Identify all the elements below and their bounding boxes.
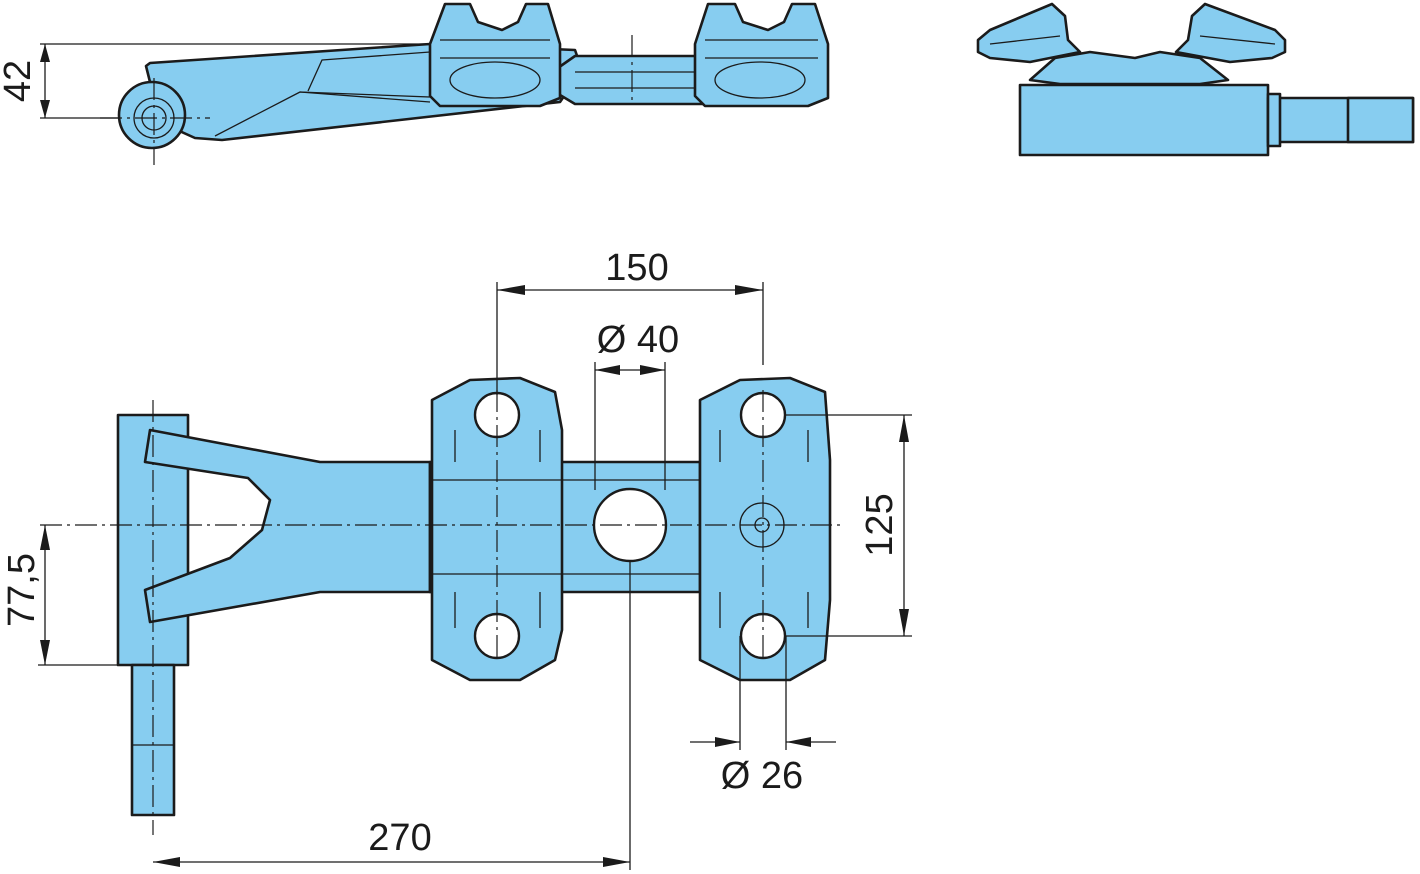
end-view-jaw-right <box>1174 2 1287 64</box>
plan-view-clamp-left <box>430 376 564 682</box>
end-view <box>976 2 1415 157</box>
end-view-clamp <box>1028 50 1230 86</box>
center-lines <box>40 35 840 835</box>
dim-label-height: 42 <box>0 60 39 102</box>
dimension-labels: 42 150 Ø 40 125 77,5 Ø 26 270 <box>0 60 901 859</box>
dim-label-length: 270 <box>368 817 431 859</box>
dim-label-bolt-hole: Ø 26 <box>721 755 803 797</box>
side-view-clamp-right <box>693 2 830 108</box>
side-view <box>117 2 830 150</box>
plan-view <box>116 376 832 817</box>
end-view-pin-tip <box>1346 96 1415 144</box>
side-view-clamp-left <box>428 2 562 108</box>
dimension-lines <box>38 43 912 870</box>
dim-label-vertical-spacing: 125 <box>859 493 901 556</box>
dim-label-offset: 77,5 <box>1 553 43 627</box>
dim-label-center-bore: Ø 40 <box>597 319 679 361</box>
plan-view-clamp-right <box>698 376 832 682</box>
end-view-block <box>1018 83 1270 157</box>
end-view-jaw-left <box>976 2 1082 64</box>
dim-label-hole-spacing: 150 <box>605 247 668 289</box>
